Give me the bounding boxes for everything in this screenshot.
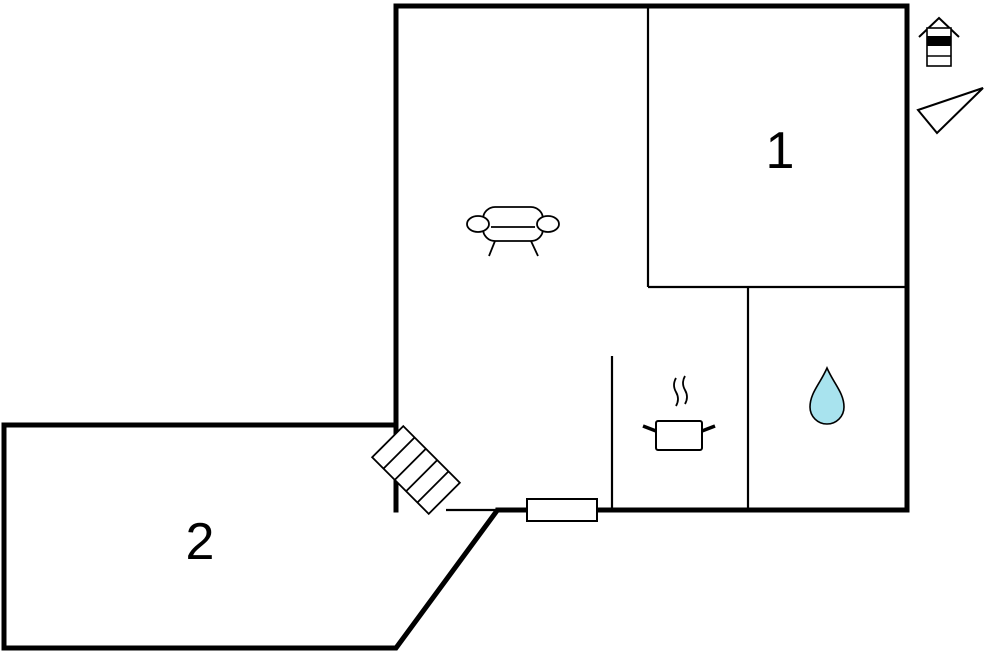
stairs-icon bbox=[370, 424, 462, 516]
sofa-icon bbox=[466, 206, 560, 257]
room-1-label: 1 bbox=[766, 122, 795, 180]
outer-walls bbox=[1, 3, 910, 651]
interior-walls bbox=[446, 8, 905, 512]
cooking-pot-icon bbox=[642, 375, 716, 451]
north-arrow-icon bbox=[916, 87, 984, 135]
room-2-label: 2 bbox=[186, 513, 215, 571]
water-drop-icon bbox=[809, 366, 845, 425]
upper-wing-outline bbox=[393, 3, 910, 513]
house-floor-icon bbox=[918, 16, 960, 67]
lower-wing-outline bbox=[1, 422, 500, 651]
door-icon bbox=[526, 498, 598, 522]
